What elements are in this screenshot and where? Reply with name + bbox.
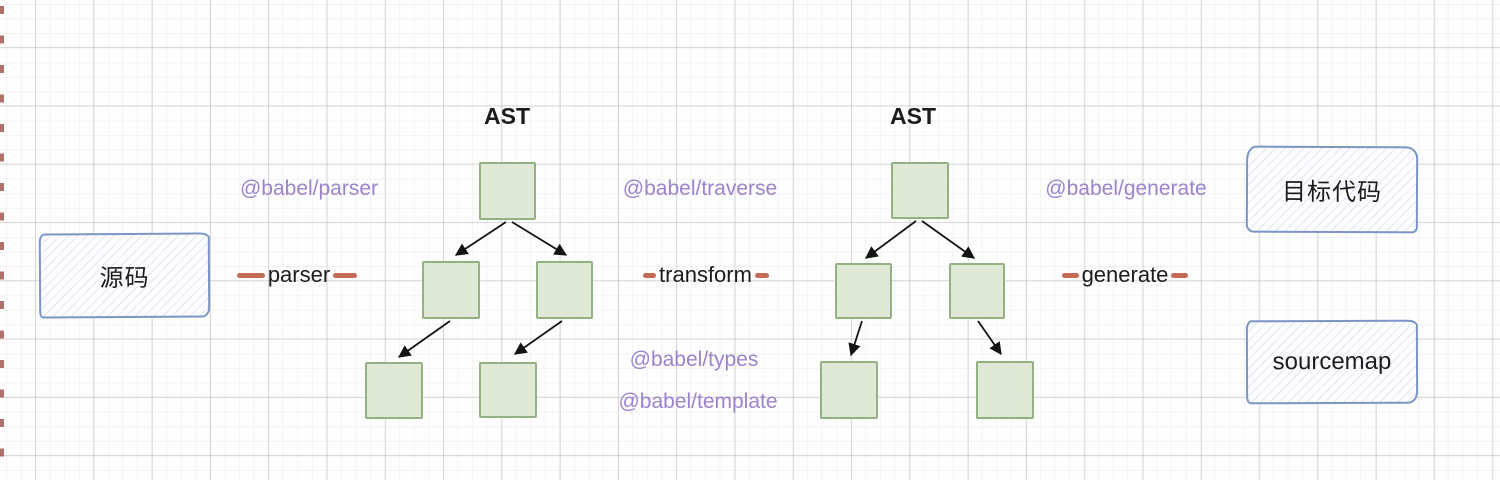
tree-edge-arrow [513,320,563,355]
dash-line-icon [333,272,358,278]
generate-step: generate [1058,262,1192,288]
ast-node [835,263,892,319]
target-code-box: 目标代码 [1245,145,1419,234]
tree-edge-arrow [397,320,451,358]
package-label-traverse: @babel/traverse [622,177,778,200]
ast-node [891,162,949,219]
sourcemap-box: sourcemap [1245,319,1419,405]
tree-edge-arrow [454,221,507,256]
ast-title-second: AST [890,103,936,129]
ast-node [479,362,537,418]
ast-node [536,261,593,319]
ast-node [949,263,1005,319]
ast-node [976,361,1034,419]
source-code-label: 源码 [99,264,150,293]
dash-line-icon [1061,272,1079,278]
tree-edge-arrow [511,221,568,256]
target-code-label: 目标代码 [1281,178,1383,207]
tree-edge-arrow [921,220,976,259]
package-label-template: @babel/template [618,390,778,413]
generate-step-label: generate [1081,262,1169,287]
parser-step: parser [228,262,366,288]
dash-line-icon [754,272,769,278]
tree-edge-arrow [977,320,1002,356]
parser-step-label: parser [267,262,331,287]
left-edge-artifacts [0,6,4,474]
dash-line-icon [643,272,657,278]
package-label-parser: @babel/parser [239,177,379,200]
ast-node [422,261,480,319]
dash-line-icon [236,272,265,278]
ast-title-first: AST [484,103,530,129]
transform-step-label: transform [659,262,752,287]
package-label-generate: @babel/generate [1045,177,1207,200]
transform-step: transform [638,262,774,288]
tree-edge-arrow [864,220,917,259]
dash-line-icon [1171,272,1189,278]
ast-node [479,162,536,220]
tree-edge-arrow [848,320,863,357]
ast-node [820,361,878,419]
sourcemap-label: sourcemap [1272,347,1392,376]
source-code-box: 源码 [38,232,211,319]
package-label-types: @babel/types [629,348,759,371]
ast-node [365,362,423,419]
